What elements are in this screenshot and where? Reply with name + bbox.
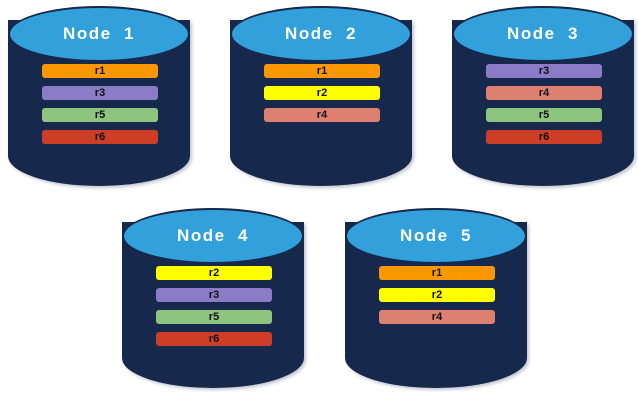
replica-bar[interactable]: r1 — [264, 64, 380, 78]
cylinder-top-ellipse — [122, 208, 304, 264]
replica-bar[interactable]: r1 — [42, 64, 158, 78]
replica-bar[interactable]: r2 — [264, 86, 380, 100]
cylinder-top-ellipse — [230, 6, 412, 62]
replica-bar[interactable]: r3 — [486, 64, 602, 78]
cylinder-top-ellipse — [345, 208, 527, 264]
node-label: Node 4 — [177, 226, 249, 245]
node-cylinder-1[interactable]: Node 1 r1 r3 r5 r6 — [8, 6, 190, 186]
node-label: Node 2 — [285, 24, 357, 43]
replica-bar[interactable]: r4 — [264, 108, 380, 122]
replica-bar[interactable]: r6 — [486, 130, 602, 144]
replica-list: r1 r2 r4 — [264, 64, 380, 122]
replica-bar[interactable]: r2 — [156, 266, 272, 280]
replica-bar[interactable]: r5 — [42, 108, 158, 122]
node-cylinder-4[interactable]: Node 4 r2 r3 r5 r6 — [122, 208, 304, 388]
replica-list: r1 r2 r4 — [379, 266, 495, 324]
replica-bar[interactable]: r4 — [486, 86, 602, 100]
replica-list: r1 r3 r5 r6 — [42, 64, 158, 144]
replica-list: r3 r4 r5 r6 — [486, 64, 602, 144]
replica-bar[interactable]: r3 — [42, 86, 158, 100]
replica-bar[interactable]: r5 — [486, 108, 602, 122]
replica-bar[interactable]: r4 — [379, 310, 495, 324]
cylinder-top-ellipse — [452, 6, 634, 62]
replica-bar[interactable]: r3 — [156, 288, 272, 302]
node-label: Node 5 — [400, 226, 472, 245]
replica-bar[interactable]: r1 — [379, 266, 495, 280]
replica-bar[interactable]: r5 — [156, 310, 272, 324]
node-cylinder-2[interactable]: Node 2 r1 r2 r4 — [230, 6, 412, 186]
node-cylinder-3[interactable]: Node 3 r3 r4 r5 r6 — [452, 6, 634, 186]
node-cylinder-5[interactable]: Node 5 r1 r2 r4 — [345, 208, 527, 388]
node-label: Node 1 — [63, 24, 135, 43]
replica-list: r2 r3 r5 r6 — [156, 266, 272, 346]
replica-bar[interactable]: r6 — [156, 332, 272, 346]
cylinder-top-ellipse — [8, 6, 190, 62]
replica-bar[interactable]: r6 — [42, 130, 158, 144]
replica-bar[interactable]: r2 — [379, 288, 495, 302]
node-label: Node 3 — [507, 24, 579, 43]
